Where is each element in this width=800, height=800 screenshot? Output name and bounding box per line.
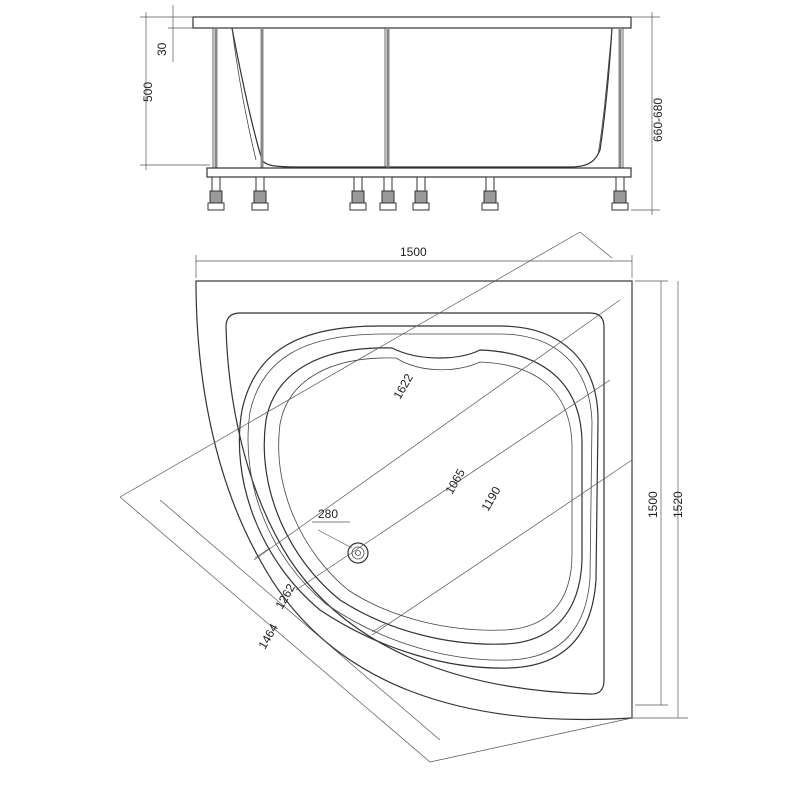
dim-diagonal-1190: 1190 bbox=[253, 299, 633, 636]
dim-width-1500: 1500 bbox=[195, 245, 633, 278]
side-rim bbox=[192, 16, 632, 29]
width-label: 1500 bbox=[400, 245, 427, 259]
depth-inner-label: 1500 bbox=[646, 491, 660, 518]
plan-bowl-outer bbox=[238, 325, 599, 669]
side-frame-posts bbox=[212, 28, 624, 170]
drain-offset-label: 280 bbox=[318, 507, 338, 521]
bowl-outer-label: 1190 bbox=[478, 484, 503, 514]
dim-height-500: 500 bbox=[140, 12, 210, 170]
plan-view: 1500 1500 1520 1622 1065 bbox=[119, 231, 688, 763]
leg-range-label: 660-680 bbox=[651, 98, 665, 142]
side-frame-bar bbox=[206, 167, 632, 178]
side-legs bbox=[207, 176, 629, 211]
dim-depth-1500: 1500 bbox=[635, 280, 668, 706]
bowl-inner-label: 1065 bbox=[442, 466, 468, 496]
rim-label: 30 bbox=[155, 42, 169, 56]
height-label: 500 bbox=[141, 82, 155, 102]
dim-leg-range: 660-680 bbox=[631, 12, 665, 215]
dim-depth-1520: 1520 bbox=[632, 281, 688, 719]
dim-diagonal-1622: 1622 bbox=[119, 231, 613, 498]
drain bbox=[347, 542, 369, 564]
dim-drain-280: 280 bbox=[312, 507, 353, 549]
side-view: 500 30 660-680 bbox=[140, 5, 665, 215]
depth-outer-label: 1520 bbox=[671, 491, 685, 518]
side-tub-body bbox=[231, 27, 613, 168]
plan-outer-outline bbox=[195, 280, 633, 721]
dim-diagonal-1065: 1065 bbox=[295, 379, 611, 591]
plan-deck-outline bbox=[225, 312, 605, 695]
plan-bowl-inner bbox=[263, 347, 583, 645]
diagonal-label: 1622 bbox=[390, 371, 416, 401]
dim-rim-30: 30 bbox=[155, 5, 193, 62]
front-outer-label: 1464 bbox=[255, 621, 281, 651]
